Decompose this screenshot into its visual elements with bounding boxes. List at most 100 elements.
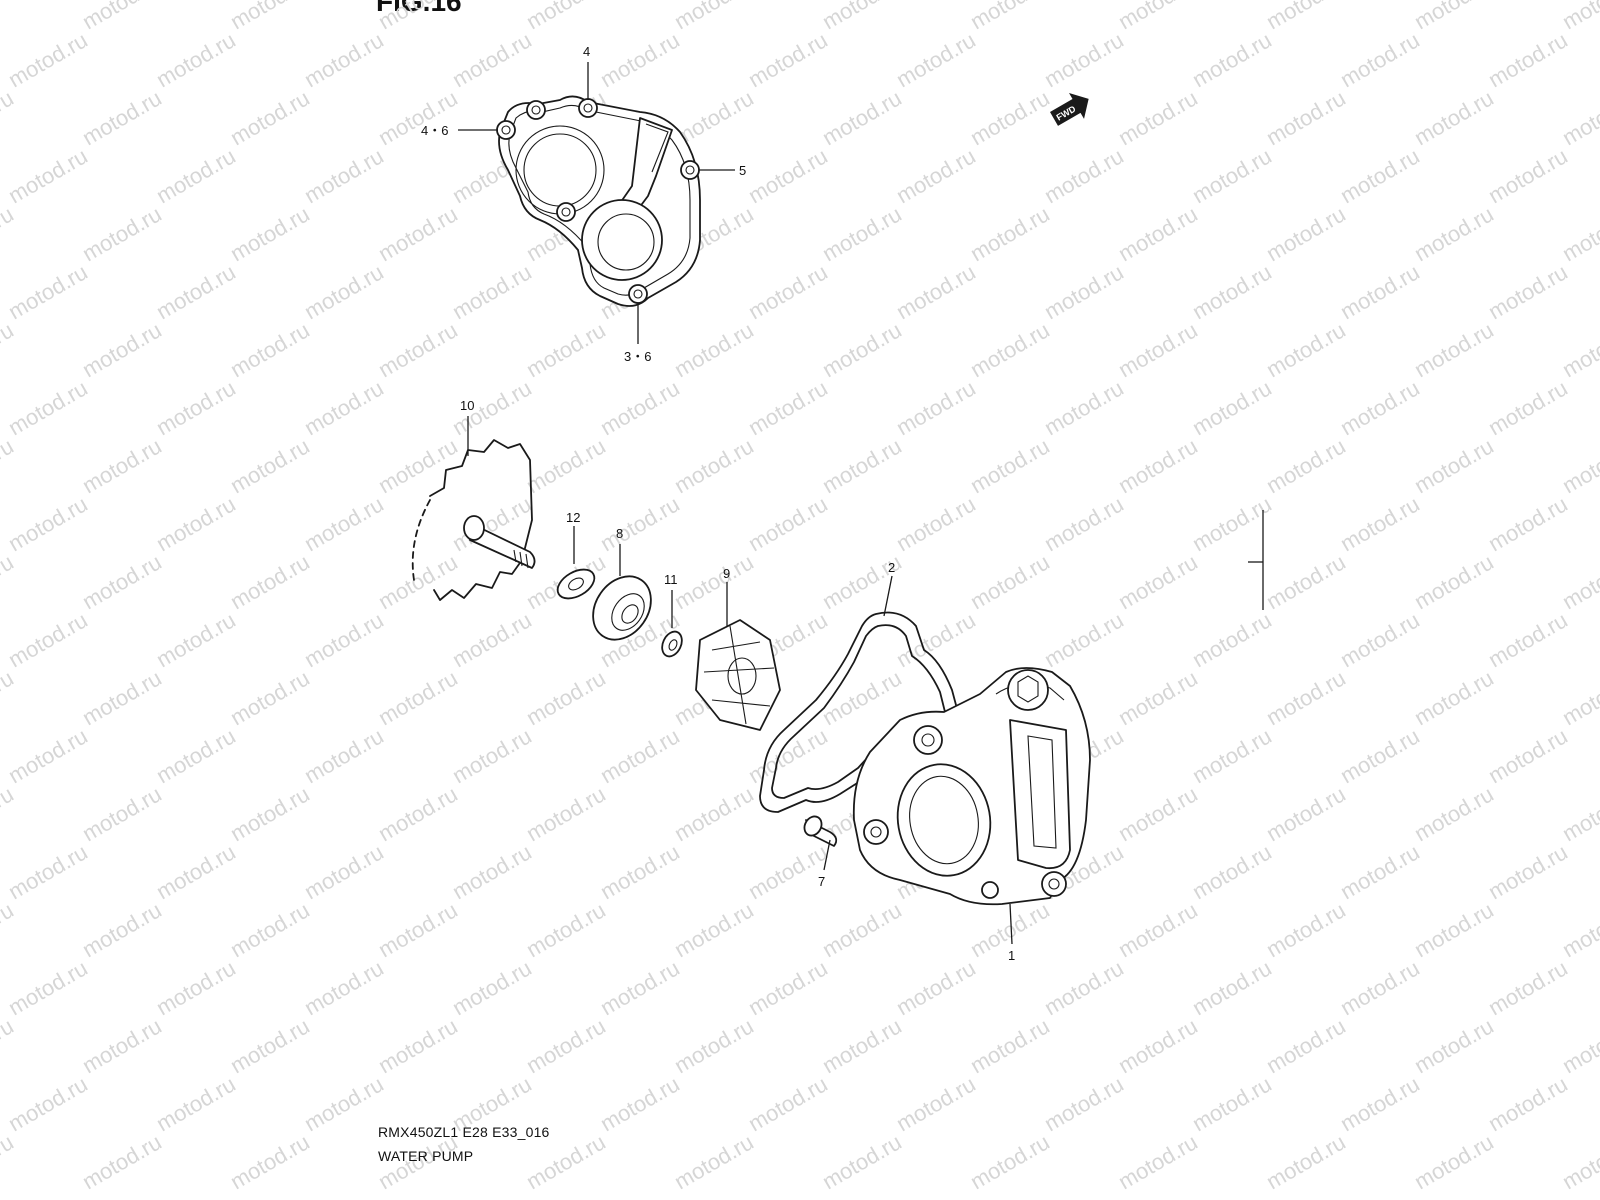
watermark-text: motod.ru <box>1336 143 1424 208</box>
watermark-text: motod.ru <box>0 781 18 846</box>
callout-1: 1 <box>1008 948 1015 963</box>
watermark-text: motod.ru <box>374 317 462 382</box>
watermark-text: motod.ru <box>596 955 684 1020</box>
watermark-text: motod.ru <box>78 665 166 730</box>
watermark-text: motod.ru <box>596 491 684 556</box>
callout-7: 7 <box>818 874 825 889</box>
watermark-text: motod.ru <box>1114 549 1202 614</box>
watermark-text: motod.ru <box>966 85 1054 150</box>
watermark-text: motod.ru <box>818 0 906 34</box>
watermark-text: motod.ru <box>522 781 610 846</box>
watermark-text: motod.ru <box>966 1129 1054 1194</box>
callout-2: 2 <box>888 560 895 575</box>
watermark-text: motod.ru <box>374 0 462 34</box>
watermark-text: motod.ru <box>670 0 758 34</box>
watermark-text: motod.ru <box>1558 85 1600 150</box>
watermark-text: motod.ru <box>78 201 166 266</box>
watermark-text: motod.ru <box>374 1013 462 1078</box>
watermark-text: motod.ru <box>1484 1071 1572 1136</box>
watermark-text: motod.ru <box>744 955 832 1020</box>
watermark-text: motod.ru <box>1484 723 1572 788</box>
watermark-text: motod.ru <box>374 897 462 962</box>
watermark-text: motod.ru <box>818 897 906 962</box>
pump-cover-part <box>496 95 701 307</box>
watermark-text: motod.ru <box>1262 781 1350 846</box>
watermark-text: motod.ru <box>1262 201 1350 266</box>
watermark-text: motod.ru <box>1114 1013 1202 1078</box>
watermark-text: motod.ru <box>670 317 758 382</box>
watermark-text: motod.ru <box>1336 607 1424 672</box>
watermark-text: motod.ru <box>1114 317 1202 382</box>
watermark-text: motod.ru <box>892 143 980 208</box>
watermark-text: motod.ru <box>0 665 18 730</box>
watermark-text: motod.ru <box>4 143 92 208</box>
watermark-text: motod.ru <box>818 85 906 150</box>
water-pump-case-part <box>852 667 1091 906</box>
watermark-text: motod.ru <box>152 143 240 208</box>
watermark-text: motod.ru <box>300 259 388 324</box>
mechanical-seal-part <box>592 575 652 641</box>
callout-5: 5 <box>739 163 746 178</box>
watermark-text: motod.ru <box>300 955 388 1020</box>
watermark-text: motod.ru <box>4 491 92 556</box>
watermark-text: motod.ru <box>1558 781 1600 846</box>
watermark-text: motod.ru <box>1114 201 1202 266</box>
watermark-text: motod.ru <box>152 1071 240 1136</box>
watermark-text: motod.ru <box>4 955 92 1020</box>
watermark-text: motod.ru <box>1410 665 1498 730</box>
watermark-text: motod.ru <box>892 955 980 1020</box>
watermark-text: motod.ru <box>1410 549 1498 614</box>
watermark-text: motod.ru <box>1040 607 1128 672</box>
watermark-text: motod.ru <box>0 201 18 266</box>
watermark-text: motod.ru <box>448 839 536 904</box>
watermark-text: motod.ru <box>226 1129 314 1194</box>
watermark-text: motod.ru <box>78 781 166 846</box>
watermark-text: motod.ru <box>1040 955 1128 1020</box>
watermark-text: motod.ru <box>152 375 240 440</box>
watermark-text: motod.ru <box>1484 27 1572 92</box>
watermark-text: motod.ru <box>1558 1129 1600 1194</box>
watermark-text: motod.ru <box>4 839 92 904</box>
watermark-text: motod.ru <box>1040 143 1128 208</box>
watermark-text: motod.ru <box>1188 27 1276 92</box>
watermark-text: motod.ru <box>966 201 1054 266</box>
watermark-text: motod.ru <box>226 0 314 34</box>
watermark-text: motod.ru <box>522 0 610 34</box>
watermark-text: motod.ru <box>300 607 388 672</box>
pump-drive-gear-part <box>411 439 536 601</box>
watermark-text: motod.ru <box>1114 85 1202 150</box>
watermark-text: motod.ru <box>1336 839 1424 904</box>
watermark-text: motod.ru <box>0 1013 18 1078</box>
watermark-text: motod.ru <box>226 85 314 150</box>
watermark-text: motod.ru <box>1484 607 1572 672</box>
watermark-text: motod.ru <box>522 897 610 962</box>
watermark-text: motod.ru <box>4 723 92 788</box>
leader-lines <box>458 62 1013 945</box>
watermark-text: motod.ru <box>744 143 832 208</box>
watermark-text: motod.ru <box>522 317 610 382</box>
watermark-text: motod.ru <box>374 665 462 730</box>
watermark-text: motod.ru <box>892 27 980 92</box>
watermark-text: motod.ru <box>596 723 684 788</box>
callout-4-6: 4・6 <box>421 123 448 138</box>
watermark-text: motod.ru <box>892 1071 980 1136</box>
watermark-text: motod.ru <box>1188 259 1276 324</box>
watermark-text: motod.ru <box>1262 665 1350 730</box>
watermark-text: motod.ru <box>0 549 18 614</box>
watermark-text: motod.ru <box>1040 259 1128 324</box>
watermark-text: motod.ru <box>1410 897 1498 962</box>
watermark-text: motod.ru <box>1336 955 1424 1020</box>
watermark-text: motod.ru <box>670 433 758 498</box>
watermark-text: motod.ru <box>596 839 684 904</box>
callout-8: 8 <box>616 526 623 541</box>
watermark-text: motod.ru <box>818 1129 906 1194</box>
watermark-text: motod.ru <box>1410 317 1498 382</box>
watermark-text: motod.ru <box>892 491 980 556</box>
forward-direction-badge: FWD <box>1050 92 1089 126</box>
watermark-text: motod.ru <box>1114 781 1202 846</box>
watermark-text: motod.ru <box>1040 491 1128 556</box>
watermark-text: motod.ru <box>1188 1071 1276 1136</box>
watermark-text: motod.ru <box>744 839 832 904</box>
